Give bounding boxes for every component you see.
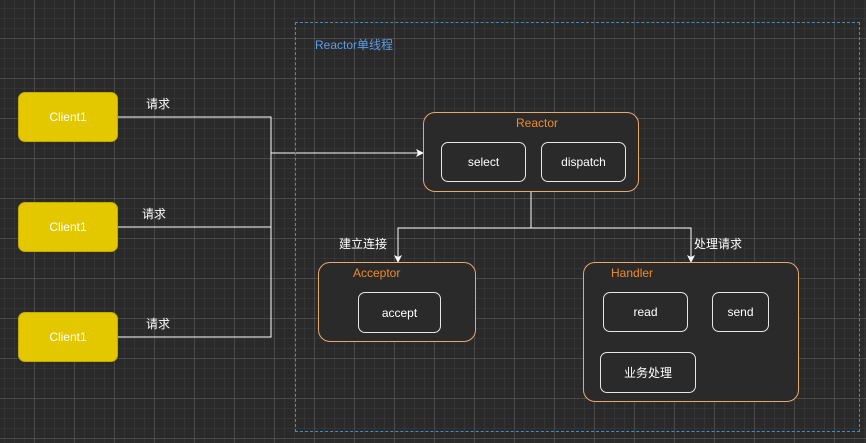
- client-1-link: [118, 116, 272, 153]
- read-box: read: [603, 292, 688, 332]
- accept-box: accept: [358, 292, 441, 333]
- client-3: Client1: [18, 312, 118, 362]
- process-edge-label: 处理请求: [694, 237, 743, 251]
- client-2-request-label: 请求: [142, 207, 167, 221]
- client-2-link: [118, 153, 272, 228]
- connect-edge-label: 建立连接: [339, 237, 388, 251]
- client-3-link: [118, 153, 272, 338]
- dispatch-box: dispatch: [541, 142, 626, 182]
- client-1-request-label: 请求: [146, 97, 171, 111]
- select-box: select: [441, 142, 526, 182]
- acceptor-title: Acceptor: [353, 266, 401, 280]
- container-title: Reactor单线程: [315, 38, 394, 52]
- business-logic-box: 业务处理: [600, 352, 696, 393]
- reactor-title: Reactor: [516, 116, 559, 130]
- reactor-single-thread-container: [295, 22, 860, 432]
- handler-title: Handler: [611, 266, 654, 280]
- client-3-request-label: 请求: [146, 317, 171, 331]
- handler-arrow: [531, 227, 695, 263]
- client-1: Client1: [18, 92, 118, 142]
- send-box: send: [712, 292, 769, 332]
- acceptor-arrow: [394, 227, 531, 263]
- client-2: Client1: [18, 202, 118, 252]
